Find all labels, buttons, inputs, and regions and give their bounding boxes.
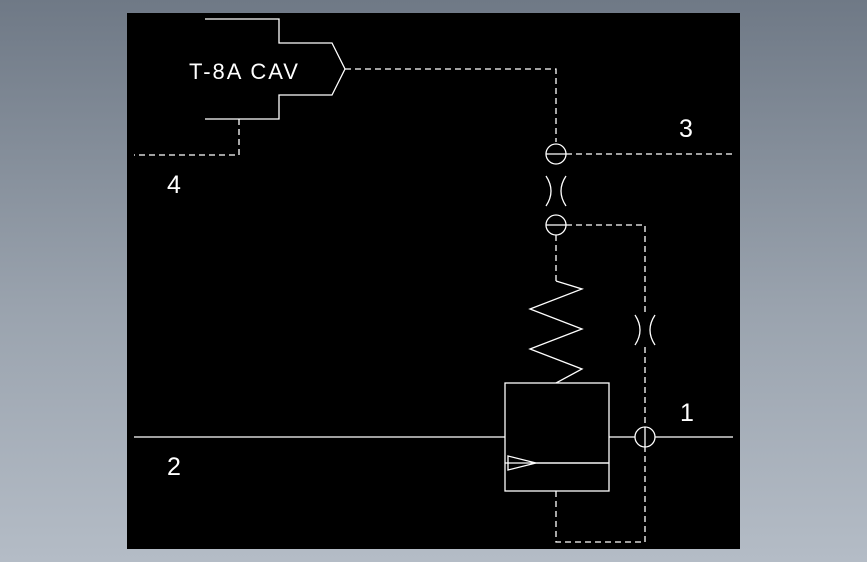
orifice-upper <box>545 175 567 207</box>
drawing-viewport[interactable]: T-8A CAV 4 3 2 1 <box>127 13 740 549</box>
pilot-line <box>345 68 557 142</box>
flow-arrow <box>507 455 609 471</box>
port-4-label: 4 <box>167 171 181 199</box>
port4-drain-line <box>134 119 240 156</box>
port-2-label: 2 <box>167 453 181 481</box>
port-1-label: 1 <box>680 399 694 427</box>
spring <box>528 280 584 384</box>
pilot-line-to-port1 <box>566 224 646 313</box>
hydraulic-schematic: T-8A CAV 4 3 2 1 <box>134 18 734 543</box>
drain-loop <box>555 447 646 543</box>
port-3-label: 3 <box>679 115 693 143</box>
orifice-lower <box>634 314 656 346</box>
cartridge-label: T-8A CAV <box>189 59 300 84</box>
valve-body <box>504 382 610 492</box>
